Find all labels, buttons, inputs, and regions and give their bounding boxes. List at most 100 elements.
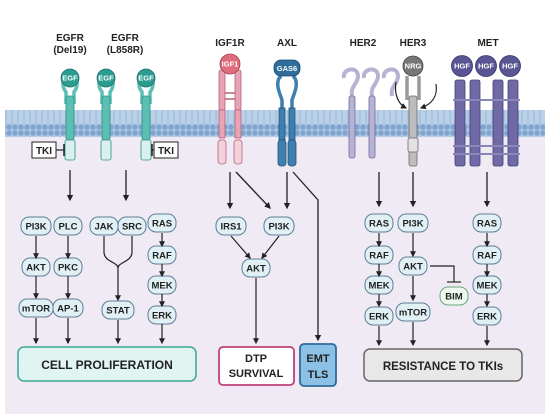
outcome-emt-tls: EMT TLS: [299, 343, 337, 387]
node-ap1-label: AP-1: [57, 304, 79, 315]
node-plc-label: PLC: [59, 222, 78, 233]
svg-text:EGF: EGF: [98, 74, 114, 83]
node-irs1: IRS1: [215, 216, 247, 236]
node-erk-met-label: ERK: [477, 312, 497, 323]
gas6-ligand: GAS6: [273, 59, 301, 77]
igf1-ligand: IGF1: [219, 53, 241, 75]
node-raf-her: RAF: [364, 245, 394, 265]
node-raf-egfr-label: RAF: [152, 251, 172, 262]
node-ras-egfr-label: RAS: [152, 219, 172, 230]
svg-text:CELL PROLIFERATION: CELL PROLIFERATION: [41, 358, 173, 372]
node-mek-egfr-label: MEK: [151, 281, 172, 292]
node-pi3k-her3: PI3K: [397, 213, 429, 233]
her2-label: HER2: [350, 38, 377, 49]
egfr-l858r-receptor: [97, 70, 155, 161]
igf1r-label: IGF1R: [215, 38, 245, 49]
axl-receptor: [275, 74, 299, 167]
node-akt-igf1r-label: AKT: [246, 264, 266, 275]
igf1r-receptor: [217, 69, 243, 165]
her2-receptor: [341, 67, 401, 159]
svg-text:DTP: DTP: [245, 353, 267, 365]
node-ras-met-label: RAS: [477, 219, 497, 230]
node-stat: STAT: [101, 300, 135, 320]
svg-text:IGF1: IGF1: [222, 60, 239, 69]
svg-text:NRG: NRG: [405, 62, 422, 71]
her3-receptor: [405, 76, 421, 167]
her3-label: HER3: [400, 38, 427, 49]
svg-text:GAS6: GAS6: [277, 64, 297, 73]
hgf-ligand-1: HGF: [451, 55, 473, 77]
node-mtor-egfr-label: mTOR: [22, 304, 50, 315]
met-receptor: [453, 79, 520, 167]
node-pkc-label: PKC: [58, 263, 78, 274]
node-pi3k-her3-label: PI3K: [402, 219, 423, 230]
svg-text:TKI: TKI: [36, 146, 52, 157]
arrow-axl-to-emt: [292, 171, 322, 342]
egf-ligand-l858r-left: EGF: [96, 68, 116, 88]
met-label: MET: [477, 38, 498, 49]
hgf-ligand-2: HGF: [475, 55, 497, 77]
node-mtor-egfr: mTOR: [18, 298, 54, 318]
node-stat-label: STAT: [106, 306, 130, 317]
node-src-label: SRC: [122, 222, 142, 233]
her3-activation-arrow-right: [419, 83, 437, 110]
node-akt-her3-label: AKT: [403, 262, 423, 273]
node-jak: JAK: [89, 216, 119, 236]
tki-inhibitor-left: TKI: [31, 141, 65, 159]
node-ras-her: RAS: [364, 213, 394, 233]
node-akt-igf1r: AKT: [241, 258, 271, 278]
node-mek-met: MEK: [472, 275, 502, 295]
node-pkc: PKC: [53, 257, 83, 277]
node-pi3k-igf1r-axl-label: PI3K: [268, 222, 289, 233]
pathway-arrows: [33, 233, 490, 347]
hgf-ligand-3: HGF: [499, 55, 521, 77]
node-mek-her: MEK: [364, 275, 394, 295]
node-ras-egfr: RAS: [147, 213, 177, 233]
node-mtor-her3-label: mTOR: [399, 308, 427, 319]
node-ap1: AP-1: [52, 298, 84, 318]
node-bim: BIM: [439, 286, 469, 306]
svg-text:HGF: HGF: [454, 62, 470, 71]
tki-inhibitor-right: TKI: [151, 141, 179, 159]
her3-activation-arrow-left: [394, 81, 408, 109]
node-src: SRC: [117, 216, 147, 236]
svg-text:HGF: HGF: [478, 62, 494, 71]
node-mek-egfr: MEK: [147, 275, 177, 295]
outcome-resistance-to-tkis: RESISTANCE TO TKIs: [363, 348, 523, 382]
outcome-dtp-survival: DTP SURVIVAL: [218, 346, 295, 386]
svg-text:RESISTANCE TO TKIs: RESISTANCE TO TKIs: [383, 361, 503, 373]
node-pi3k-egfr: PI3K: [20, 216, 52, 236]
nrg-ligand: NRG: [402, 55, 424, 77]
egf-ligand-del19: EGF: [60, 68, 80, 88]
node-raf-egfr: RAF: [147, 245, 177, 265]
node-akt-her3: AKT: [398, 256, 428, 276]
egfr-l858r-name: EGFR: [111, 33, 140, 44]
outcome-cell-proliferation: CELL PROLIFERATION: [17, 346, 197, 382]
svg-text:EMT: EMT: [306, 353, 330, 365]
svg-text:EGF: EGF: [62, 74, 78, 83]
arrow-igf1r-to-pi3k: [235, 171, 271, 209]
node-erk-met: ERK: [472, 306, 502, 326]
node-raf-met: RAF: [472, 245, 502, 265]
node-mek-met-label: MEK: [476, 281, 497, 292]
svg-text:EGF: EGF: [138, 74, 154, 83]
node-erk-egfr-label: ERK: [152, 311, 172, 322]
egfr-del19-variant: (Del19): [53, 45, 86, 56]
egfr-del19-name: EGFR: [56, 33, 85, 44]
node-akt-egfr: AKT: [21, 257, 51, 277]
egfr-l858r-variant: (L858R): [107, 45, 144, 56]
svg-text:SURVIVAL: SURVIVAL: [229, 368, 284, 380]
node-mek-her-label: MEK: [368, 281, 389, 292]
node-erk-her-label: ERK: [369, 312, 389, 323]
node-pi3k-egfr-label: PI3K: [25, 222, 46, 233]
node-bim-label: BIM: [445, 292, 463, 303]
svg-text:TLS: TLS: [308, 369, 329, 381]
node-pi3k-igf1r-axl: PI3K: [263, 216, 295, 236]
node-plc: PLC: [53, 216, 83, 236]
egf-ligand-l858r-right: EGF: [136, 68, 156, 88]
svg-text:HGF: HGF: [502, 62, 518, 71]
node-jak-label: JAK: [94, 222, 113, 233]
node-mtor-her3: mTOR: [395, 302, 431, 322]
